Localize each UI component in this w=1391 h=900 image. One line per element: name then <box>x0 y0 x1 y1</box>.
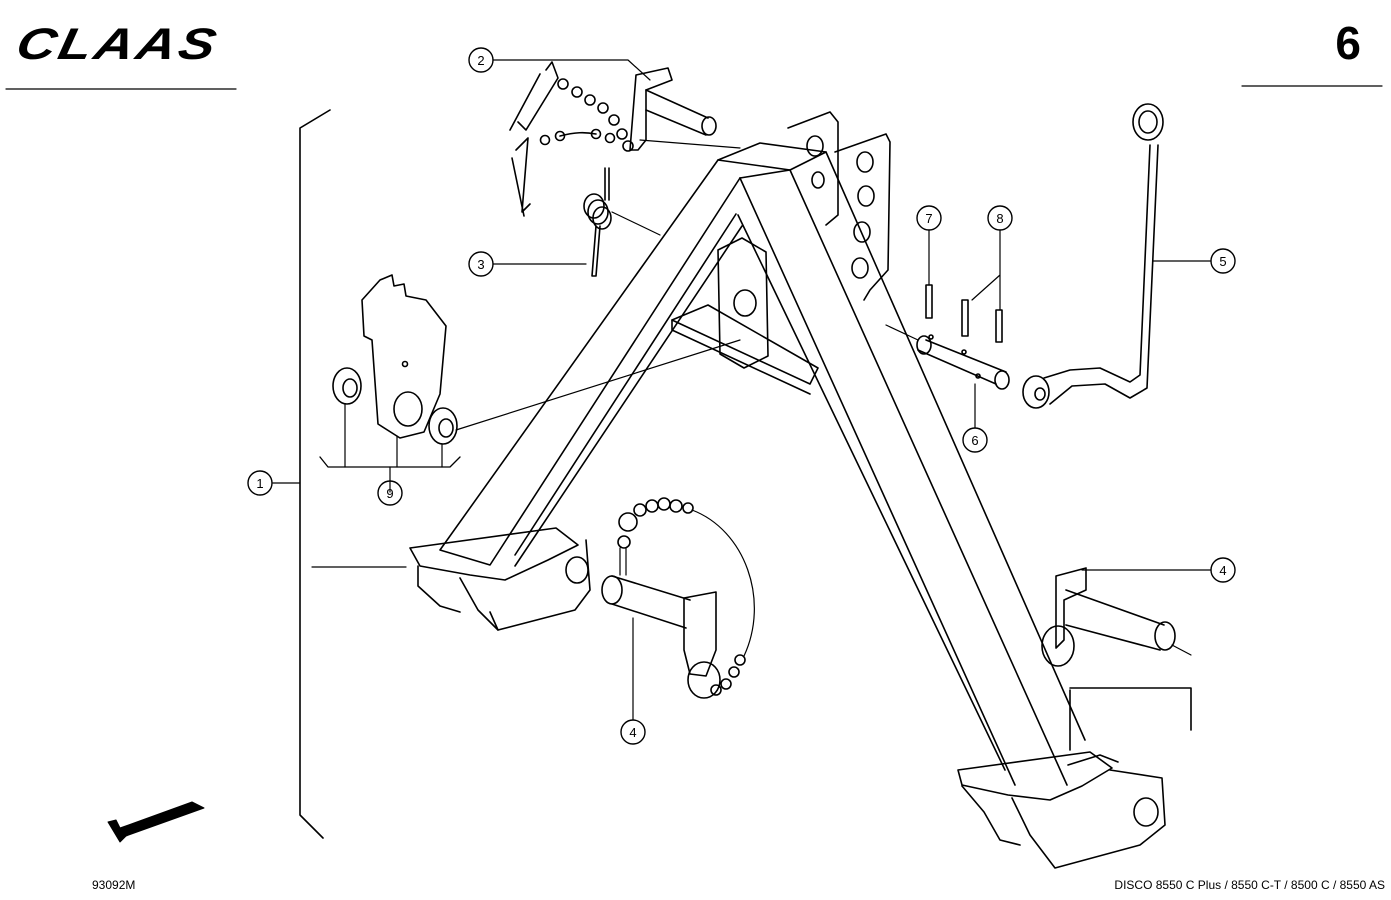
svg-text:8: 8 <box>996 211 1003 226</box>
arrow-left-down-icon <box>107 801 205 843</box>
handle-pin-assembly <box>885 103 1164 409</box>
lower-pin-right <box>1041 567 1192 751</box>
model-line: DISCO 8550 C Plus / 8550 C-T / 8500 C / … <box>1114 878 1385 892</box>
svg-text:7: 7 <box>925 211 932 226</box>
lower-pin-left <box>601 497 755 699</box>
callout-9: 9 <box>377 480 403 506</box>
svg-text:2: 2 <box>477 53 484 68</box>
callout-3: 3 <box>468 251 494 277</box>
svg-text:1: 1 <box>256 476 263 491</box>
link-plate-bushings <box>319 274 741 481</box>
assembly-bracket <box>299 109 331 839</box>
callout-6: 6 <box>962 427 988 453</box>
callout-5: 5 <box>1210 248 1236 274</box>
torsion-spring <box>583 167 661 277</box>
callout-7: 7 <box>916 205 942 231</box>
svg-text:4: 4 <box>629 725 636 740</box>
svg-text:9: 9 <box>386 486 393 501</box>
callout-2: 2 <box>468 47 494 73</box>
leader-lines <box>272 59 1212 721</box>
svg-text:4: 4 <box>1219 563 1226 578</box>
svg-text:3: 3 <box>477 257 484 272</box>
page-number: 6 <box>1335 17 1361 69</box>
callout-1: 1 <box>247 470 273 496</box>
top-pin-assembly <box>509 61 741 217</box>
callout-4-lower-left: 4 <box>620 719 646 745</box>
a-frame <box>409 111 1166 869</box>
svg-text:5: 5 <box>1219 254 1226 269</box>
callout-8: 8 <box>987 205 1013 231</box>
svg-text:6: 6 <box>971 433 978 448</box>
drawing-code: 93092M <box>92 878 136 892</box>
callout-4-right: 4 <box>1210 557 1236 583</box>
